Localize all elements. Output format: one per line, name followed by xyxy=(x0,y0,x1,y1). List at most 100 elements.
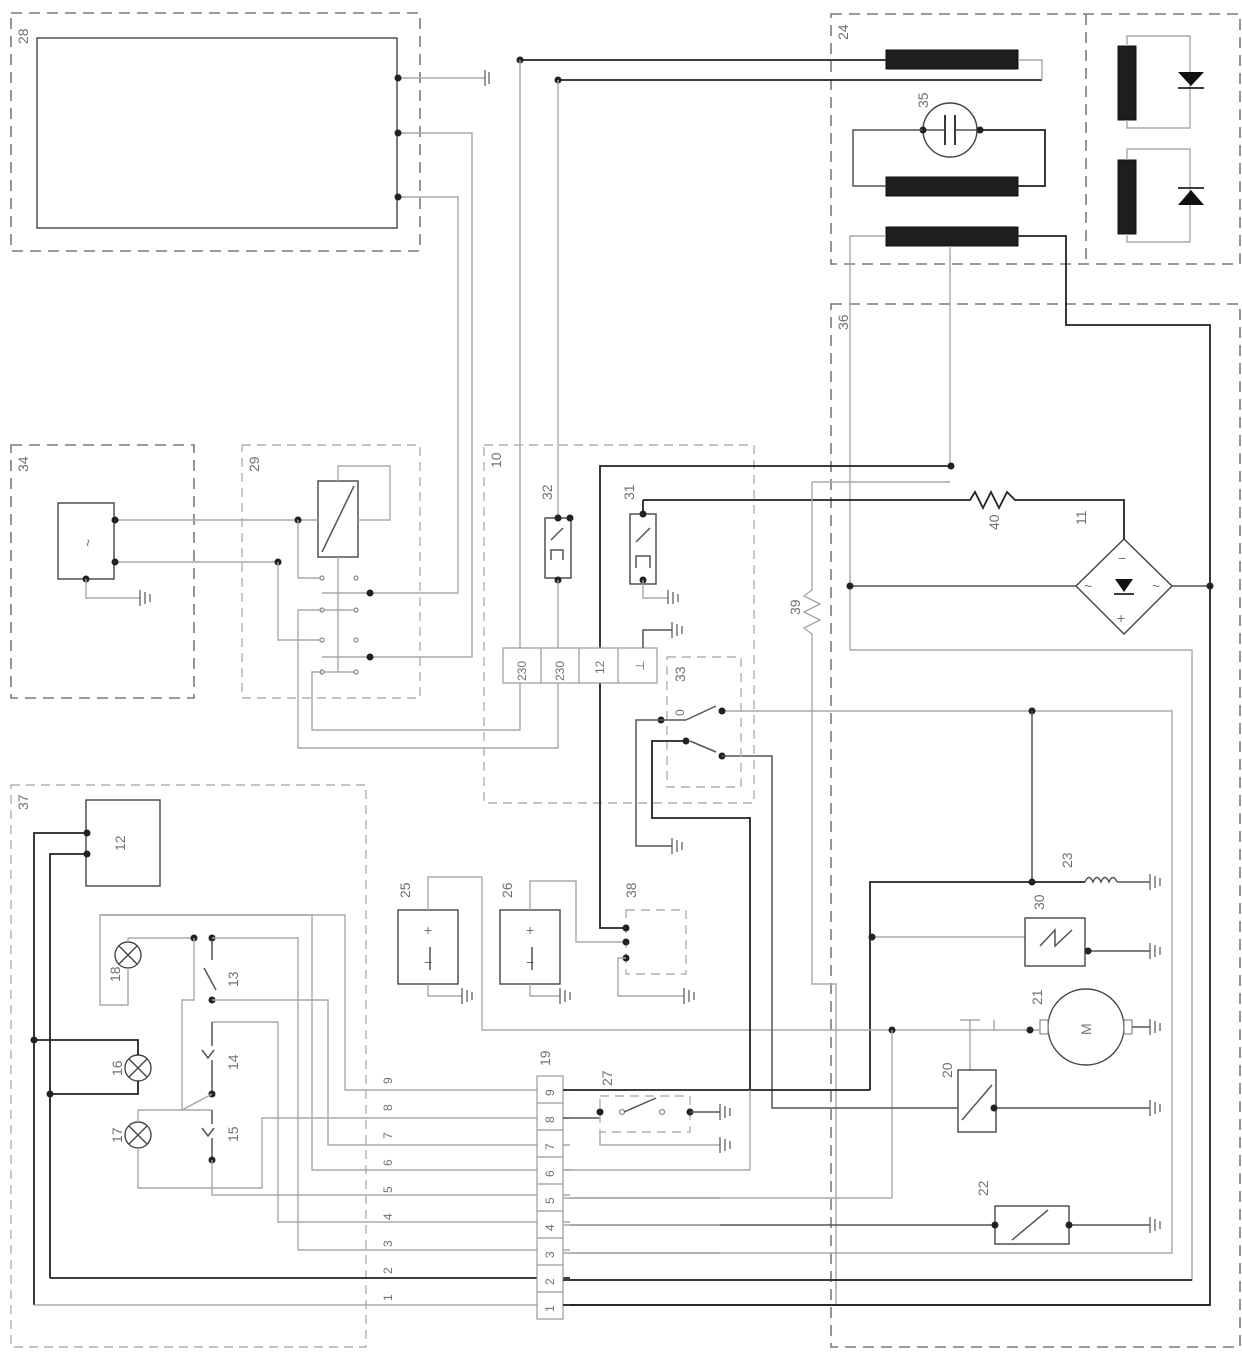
block-37-label: 37 xyxy=(15,794,31,810)
battery-26-label: 26 xyxy=(499,882,515,898)
thermostat-32-label: 32 xyxy=(539,484,555,500)
battery-25-plus: + xyxy=(424,922,432,938)
panel-12 xyxy=(85,799,161,887)
battery-25-label: 25 xyxy=(397,882,413,898)
diode-top-icon xyxy=(1178,72,1204,86)
wire-number-2: 2 xyxy=(381,1267,395,1274)
terminal-2: 2 xyxy=(543,1278,557,1285)
switch-15-label: 15 xyxy=(225,1126,241,1142)
capacitor-35-label: 35 xyxy=(915,92,931,108)
block-34-frame xyxy=(10,444,195,699)
block-28-frame xyxy=(10,12,421,252)
block-28-wiring xyxy=(370,70,490,658)
terminal-230-a: 230 xyxy=(515,661,529,681)
resistor-40-label: 40 xyxy=(986,514,1002,530)
thermostat-32 xyxy=(544,517,572,579)
thermal-switch-30-label: 30 xyxy=(1031,894,1047,910)
panel-12-label: 12 xyxy=(112,835,128,851)
lamp-18-label: 18 xyxy=(107,966,123,982)
block-24-frame xyxy=(830,13,1241,265)
relay-22-label: 22 xyxy=(975,1180,991,1196)
lamp-17-label: 17 xyxy=(109,1127,125,1143)
bridge-rectifier-11 xyxy=(1075,538,1173,635)
wire-number-1: 1 xyxy=(381,1294,395,1301)
diode-bottom-icon xyxy=(1178,190,1204,205)
connector-38-label: 38 xyxy=(623,882,639,898)
motor-21-label: 21 xyxy=(1029,989,1045,1005)
bridge-ac-right: ~ xyxy=(1152,578,1160,594)
block-10-frame xyxy=(483,444,755,804)
power-supply-components: + − 25 + − 26 38 xyxy=(397,876,695,1004)
switch-33-pos-0: 0 xyxy=(673,709,687,716)
block-24-components: 35 xyxy=(516,35,1204,247)
wire-number-7: 7 xyxy=(381,1132,395,1139)
switch-13-label: 13 xyxy=(225,971,241,987)
inductor-23-label: 23 xyxy=(1059,852,1075,868)
bridge-ac-left: ~ xyxy=(1084,578,1092,594)
block-34-components: ~ xyxy=(57,502,298,606)
terminal-12: 12 xyxy=(593,660,607,674)
relay-20 xyxy=(957,1069,997,1133)
block-29-components xyxy=(274,465,559,749)
terminal-5: 5 xyxy=(543,1197,557,1204)
block-29-frame xyxy=(241,444,421,699)
terminal-strip-19: 19 9 8 7 6 5 4 3 2 1 xyxy=(536,1050,1210,1320)
bridge-minus: − xyxy=(1118,550,1126,566)
block-10-label: 10 xyxy=(488,452,504,468)
terminal-230-b: 230 xyxy=(553,661,567,681)
battery-26-plus: + xyxy=(526,922,534,938)
terminal-8: 8 xyxy=(543,1116,557,1123)
terminal-ground: ⊥ xyxy=(633,661,647,671)
bridge-plus: + xyxy=(1117,610,1125,626)
connector-38-frame xyxy=(625,909,687,975)
coil-24-bottom xyxy=(885,226,1019,247)
switch-14-label: 14 xyxy=(225,1054,241,1070)
terminal-9: 9 xyxy=(543,1089,557,1096)
coil-24-top xyxy=(885,49,1019,70)
terminal-3: 3 xyxy=(543,1251,557,1258)
block-37-wire-numbers: 9 8 7 6 5 4 3 2 1 xyxy=(381,1077,395,1301)
switch-27: 27 xyxy=(596,1070,731,1153)
lamp-16-label: 16 xyxy=(109,1060,125,1076)
block-36-label: 36 xyxy=(835,314,851,330)
block-29-label: 29 xyxy=(246,456,262,472)
terminal-strip-19-label: 19 xyxy=(537,1050,553,1066)
terminal-7: 7 xyxy=(543,1143,557,1150)
coil-diode-module-bottom xyxy=(1117,159,1137,235)
block-24-label: 24 xyxy=(835,24,851,40)
switch-27-frame xyxy=(599,1095,691,1133)
switch-27-label: 27 xyxy=(599,1070,615,1086)
switch-33-frame xyxy=(666,656,742,788)
block-36-frame xyxy=(830,303,1241,1348)
terminal-strip-19-body xyxy=(536,1075,564,1320)
resistor-39-label: 39 xyxy=(787,599,803,615)
switch-33-label: 33 xyxy=(672,666,688,682)
thermostat-31 xyxy=(629,513,657,585)
relay-22 xyxy=(994,1205,1070,1245)
wire-number-5: 5 xyxy=(381,1186,395,1193)
block-36-components: 11 − + ~ ~ 40 39 23 xyxy=(481,462,1214,1305)
motor-21-glyph: M xyxy=(1078,1023,1094,1035)
relay-20-label: 20 xyxy=(939,1062,955,1078)
wire-number-4: 4 xyxy=(381,1213,395,1220)
terminal-4: 4 xyxy=(543,1224,557,1231)
sensor-34-glyph: ~ xyxy=(80,539,96,547)
ground-symbols-right xyxy=(1149,874,1161,1233)
wire-number-8: 8 xyxy=(381,1104,395,1111)
wire-number-6: 6 xyxy=(381,1159,395,1166)
terminal-block-10 xyxy=(502,647,658,684)
block-34-label: 34 xyxy=(15,456,31,472)
battery-26-minus: − xyxy=(526,954,534,970)
block-28-inner xyxy=(36,37,398,229)
terminal-6: 6 xyxy=(543,1170,557,1177)
block-37-frame xyxy=(10,784,367,1348)
thermostat-31-label: 31 xyxy=(621,484,637,500)
block-10-components: 32 31 230 230 12 ⊥ 33 0 xyxy=(502,60,751,1090)
bridge-rectifier-11-label: 11 xyxy=(1073,510,1089,525)
block-28-label: 28 xyxy=(15,28,31,44)
thermal-switch-30 xyxy=(1024,917,1086,967)
terminal-1: 1 xyxy=(543,1305,557,1312)
coil-diode-module-top xyxy=(1117,45,1137,121)
wire-number-9: 9 xyxy=(381,1077,395,1084)
